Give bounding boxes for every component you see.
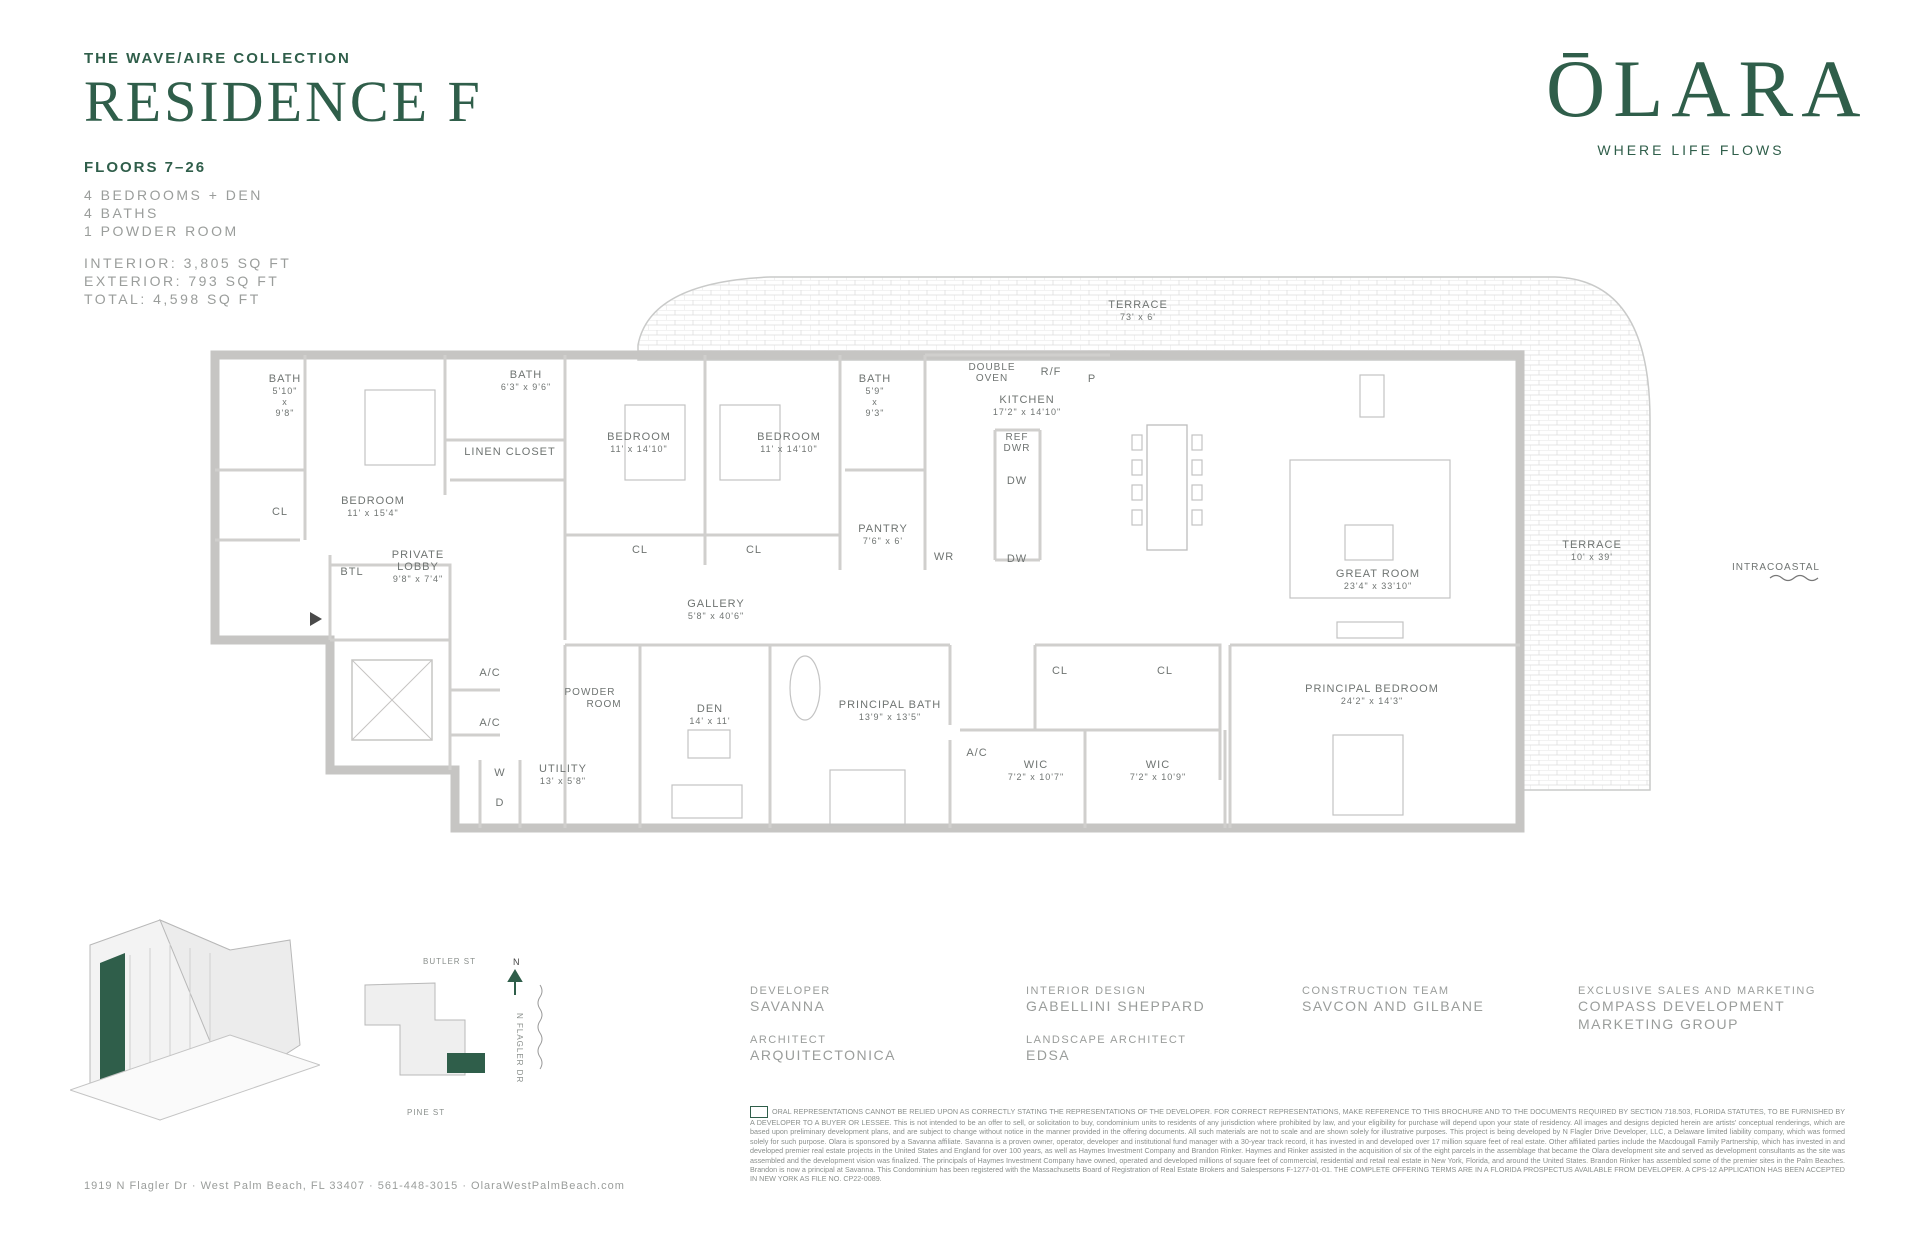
ref-dwr-label: REF <box>1006 432 1029 443</box>
pantry-label: PANTRY <box>858 523 908 535</box>
svg-text:7'6" x 6': 7'6" x 6' <box>863 536 903 546</box>
wic2-label: WIC <box>1146 759 1170 771</box>
svg-text:13'9" x 13'5": 13'9" x 13'5" <box>859 712 921 722</box>
wic1-label: WIC <box>1024 759 1048 771</box>
svg-text:7'2" x 10'9": 7'2" x 10'9" <box>1130 772 1186 782</box>
north-arrow-icon <box>507 969 523 995</box>
construction-credit: CONSTRUCTION TEAM SAVCON AND GILBANE <box>1302 985 1485 1014</box>
bath3-label: BATH <box>859 373 892 385</box>
svg-text:5'9": 5'9" <box>866 386 885 396</box>
collection-title: THE WAVE/AIRE COLLECTION <box>84 50 351 67</box>
brand-tagline: WHERE LIFE FLOWS <box>1597 142 1785 158</box>
svg-text:ROOM: ROOM <box>586 699 621 710</box>
residence-header: THE WAVE/AIRE COLLECTION RESIDENCE F FLO… <box>84 50 644 308</box>
sales-credit: EXCLUSIVE SALES AND MARKETING COMPASS DE… <box>1578 985 1816 1032</box>
svg-text:23'4" x 33'10": 23'4" x 33'10" <box>1344 581 1412 591</box>
brand-logo: ŌLARA WHERE LIFE FLOWS <box>1546 43 1869 159</box>
entry-arrow <box>310 612 322 626</box>
kitchen-label: KITCHEN <box>999 394 1054 406</box>
svg-text:9'8": 9'8" <box>276 408 295 418</box>
baths-spec: 4 BATHS <box>84 205 159 221</box>
floors-label: FLOORS 7–26 <box>84 159 207 176</box>
p-label: P <box>1088 373 1096 385</box>
legal-disclaimer: ORAL REPRESENTATIONS CANNOT BE RELIED UP… <box>750 1106 1845 1184</box>
principal-bedroom-label: PRINCIPAL BEDROOM <box>1305 683 1439 695</box>
bedroom1-label: BEDROOM <box>341 495 405 507</box>
svg-text:14' x 11': 14' x 11' <box>689 716 730 726</box>
svg-text:CL: CL <box>632 544 648 556</box>
svg-text:CL: CL <box>1052 665 1068 677</box>
svg-text:10' x 39': 10' x 39' <box>1571 552 1613 562</box>
svg-text:x: x <box>282 397 288 407</box>
svg-text:CL: CL <box>746 544 762 556</box>
rf-label: R/F <box>1041 366 1062 378</box>
svg-text:5'10": 5'10" <box>273 386 298 396</box>
svg-text:11' x 14'10": 11' x 14'10" <box>760 444 818 454</box>
developer-credit: DEVELOPER SAVANNA <box>750 985 831 1014</box>
butler-st-label: BUTLER ST <box>423 957 476 966</box>
bedroom3-label: BEDROOM <box>757 431 821 443</box>
site-map: BUTLER ST PINE ST N FLAGLER DR N <box>364 957 543 1117</box>
flagler-label: N FLAGLER DR <box>515 1013 524 1083</box>
washer-label: W <box>494 767 505 779</box>
wr-label: WR <box>934 551 954 563</box>
svg-text:73' x 6': 73' x 6' <box>1120 312 1156 322</box>
svg-text:CL: CL <box>1157 665 1173 677</box>
utility-label: UTILITY <box>539 763 587 775</box>
pine-st-label: PINE ST <box>407 1108 445 1117</box>
double-oven-label: DOUBLE <box>968 362 1015 373</box>
linen-closet-label: LINEN CLOSET <box>464 446 555 458</box>
bath2-label: BATH <box>510 369 543 381</box>
bedroom2-label: BEDROOM <box>607 431 671 443</box>
svg-text:x: x <box>872 397 878 407</box>
svg-text:DWR: DWR <box>1004 443 1031 454</box>
floor-plan: TERRACE 73' x 6' TERRACE 10' x 39' INTRA… <box>210 276 1820 833</box>
landscape-credit: LANDSCAPE ARCHITECT EDSA <box>1026 1034 1187 1063</box>
interior-sqft: INTERIOR: 3,805 SQ FT <box>84 255 292 271</box>
equal-housing-icon <box>750 1106 768 1118</box>
gallery-label: GALLERY <box>687 598 745 610</box>
svg-text:OVEN: OVEN <box>976 373 1008 384</box>
svg-text:13' x 5'8": 13' x 5'8" <box>540 776 586 786</box>
bedrooms-spec: 4 BEDROOMS + DEN <box>84 187 263 203</box>
dw-label: DW <box>1007 475 1027 487</box>
terrace-outline <box>637 276 1651 791</box>
svg-text:11' x 15'4": 11' x 15'4" <box>347 508 399 518</box>
private-lobby-label: PRIVATE <box>392 549 444 561</box>
exterior-sqft: EXTERIOR: 793 SQ FT <box>84 273 280 289</box>
residence-title: RESIDENCE F <box>84 69 483 134</box>
svg-text:5'8" x 40'6": 5'8" x 40'6" <box>688 611 744 621</box>
intracoastal-label: INTRACOASTAL <box>1732 562 1820 573</box>
dryer-label: D <box>496 797 505 809</box>
svg-text:17'2" x 14'10": 17'2" x 14'10" <box>993 407 1061 417</box>
north-label: N <box>513 957 520 967</box>
architect-credit: ARCHITECT ARQUITECTONICA <box>750 1034 896 1063</box>
cl-label: CL <box>272 506 288 518</box>
svg-text:A/C: A/C <box>966 747 987 759</box>
svg-text:A/C: A/C <box>479 717 500 729</box>
ac-label: A/C <box>479 667 500 679</box>
svg-text:11' x 14'10": 11' x 14'10" <box>610 444 668 454</box>
building-render-image <box>70 919 320 1121</box>
great-room-label: GREAT ROOM <box>1336 568 1420 580</box>
total-sqft: TOTAL: 4,598 SQ FT <box>84 291 261 307</box>
svg-text:9'8" x 7'4": 9'8" x 7'4" <box>393 574 443 584</box>
svg-text:7'2" x 10'7": 7'2" x 10'7" <box>1008 772 1064 782</box>
svg-text:LOBBY: LOBBY <box>397 561 439 573</box>
powder-room-label: POWDER <box>565 687 616 698</box>
footer-address: 1919 N Flagler Dr · West Palm Beach, FL … <box>84 1180 625 1192</box>
den-label: DEN <box>697 703 723 715</box>
terrace-top-label: TERRACE <box>1108 299 1168 311</box>
bath1-label: BATH <box>269 373 302 385</box>
svg-text:DW: DW <box>1007 553 1027 565</box>
btl-label: BTL <box>340 566 363 578</box>
principal-bath-label: PRINCIPAL BATH <box>839 699 941 711</box>
svg-text:24'2" x 14'3": 24'2" x 14'3" <box>1341 696 1403 706</box>
svg-text:6'3" x 9'6": 6'3" x 9'6" <box>501 382 551 392</box>
terrace-right-label: TERRACE <box>1562 539 1622 551</box>
interior-credit: INTERIOR DESIGN GABELLINI SHEPPARD <box>1026 985 1206 1014</box>
brand-name: ŌLARA <box>1546 43 1869 134</box>
powder-spec: 1 POWDER ROOM <box>84 223 239 239</box>
svg-text:9'3": 9'3" <box>866 408 885 418</box>
